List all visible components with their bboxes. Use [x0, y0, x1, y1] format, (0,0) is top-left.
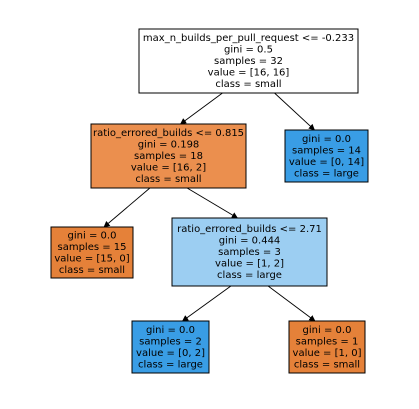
edge-n4-n6: [267, 285, 316, 322]
node-line: samples = 3: [218, 247, 281, 258]
node-line: class = small: [294, 359, 360, 370]
node-line: samples = 15: [57, 242, 126, 253]
node-line: gini = 0.0: [302, 134, 351, 145]
node-line: gini = 0.0: [146, 325, 195, 336]
node-box: [284, 129, 369, 183]
node-line: class = large: [138, 359, 203, 370]
node-box: [288, 320, 366, 374]
node-line: value = [16, 2]: [131, 163, 206, 174]
node-line: class = small: [135, 174, 201, 185]
node-line: gini = 0.5: [224, 45, 273, 56]
node-line: gini = 0.0: [303, 325, 352, 336]
node-line: samples = 2: [139, 336, 202, 347]
node-line: value = [1, 0]: [293, 348, 362, 359]
node-line: value = [0, 14]: [289, 157, 364, 168]
node-line: value = [0, 2]: [136, 348, 205, 359]
edge-n1-n3: [103, 187, 151, 228]
edge-n4-n5: [181, 285, 232, 322]
node-box: [138, 28, 359, 94]
node-box: [131, 320, 210, 374]
node-line: value = [1, 2]: [215, 259, 284, 270]
edge-n1-n4: [186, 187, 239, 219]
edge-root-n2: [274, 92, 315, 131]
node-line: class = large: [217, 270, 282, 281]
node-line: ratio_errored_builds <= 2.71: [177, 224, 322, 235]
node-line: gini = 0.0: [68, 230, 117, 241]
node-line: class = small: [59, 265, 125, 276]
node-line: max_n_builds_per_pull_request <= -0.233: [143, 33, 354, 44]
node-line: samples = 14: [292, 145, 361, 156]
node-line: value = [16, 16]: [208, 68, 290, 79]
node-line: ratio_errored_builds <= 0.815: [93, 128, 244, 139]
node-box: [50, 226, 134, 279]
node-line: value = [15, 0]: [54, 253, 129, 264]
nodes-layer: max_n_builds_per_pull_request <= -0.233g…: [50, 28, 369, 374]
node-line: gini = 0.444: [219, 236, 281, 247]
node-line: samples = 18: [134, 151, 203, 162]
node-box: [171, 217, 328, 287]
node-line: class = small: [215, 79, 281, 90]
node-line: samples = 1: [296, 336, 359, 347]
node-line: samples = 32: [214, 56, 283, 67]
tree-node-root: max_n_builds_per_pull_request <= -0.233g…: [138, 28, 359, 94]
edge-root-n1: [179, 92, 223, 125]
node-line: class = large: [294, 168, 359, 179]
node-line: gini = 0.198: [138, 140, 200, 151]
edges-layer: [103, 92, 316, 322]
node-box: [90, 123, 247, 189]
